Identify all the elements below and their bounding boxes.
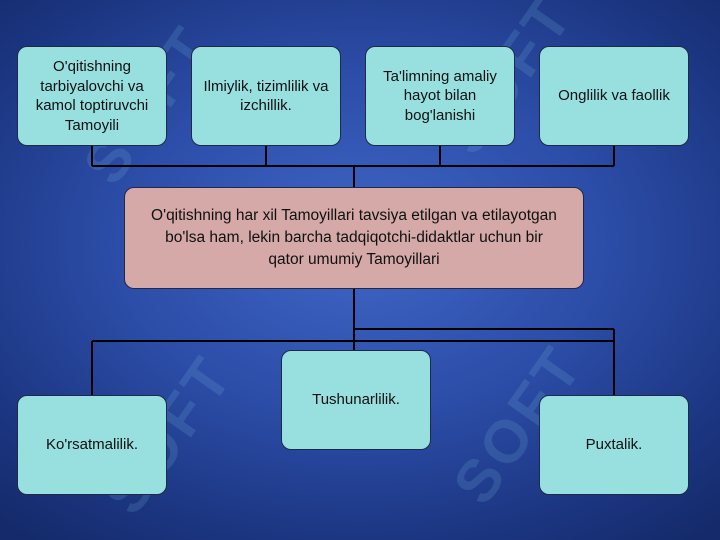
principle-box-scientific: Ilmiylik, tizimlilik va izchillik. bbox=[191, 46, 341, 146]
central-principle-box: O'qitishning har xil Tamoyillari tavsiya… bbox=[124, 187, 584, 289]
principle-box-label: O'qitishning tarbiyalovchi va kamol topt… bbox=[35, 58, 149, 134]
principle-box-education: O'qitishning tarbiyalovchi va kamol topt… bbox=[17, 46, 167, 146]
principle-box-label: Ilmiylik, tizimlilik va izchillik. bbox=[203, 77, 329, 115]
principle-box-durability: Puxtalik. bbox=[539, 395, 689, 495]
principle-box-practice: Ta'limning amaliy hayot bilan bog'lanish… bbox=[365, 46, 515, 146]
principle-box-label: Puxtalik. bbox=[585, 436, 643, 454]
principle-box-label: Tushunarlilik. bbox=[312, 391, 400, 409]
principle-box-understandable: Tushunarlilik. bbox=[281, 350, 431, 450]
central-principle-label: O'qitishning har xil Tamoyillari tavsiya… bbox=[151, 207, 557, 268]
principle-box-label: Onglilik va faollik bbox=[558, 87, 670, 105]
principle-box-visual: Ko'rsatmalilik. bbox=[17, 395, 167, 495]
principle-box-consciousness: Onglilik va faollik bbox=[539, 46, 689, 146]
principle-box-label: Ko'rsatmalilik. bbox=[45, 436, 139, 454]
principle-box-label: Ta'limning amaliy hayot bilan bog'lanish… bbox=[383, 67, 497, 124]
